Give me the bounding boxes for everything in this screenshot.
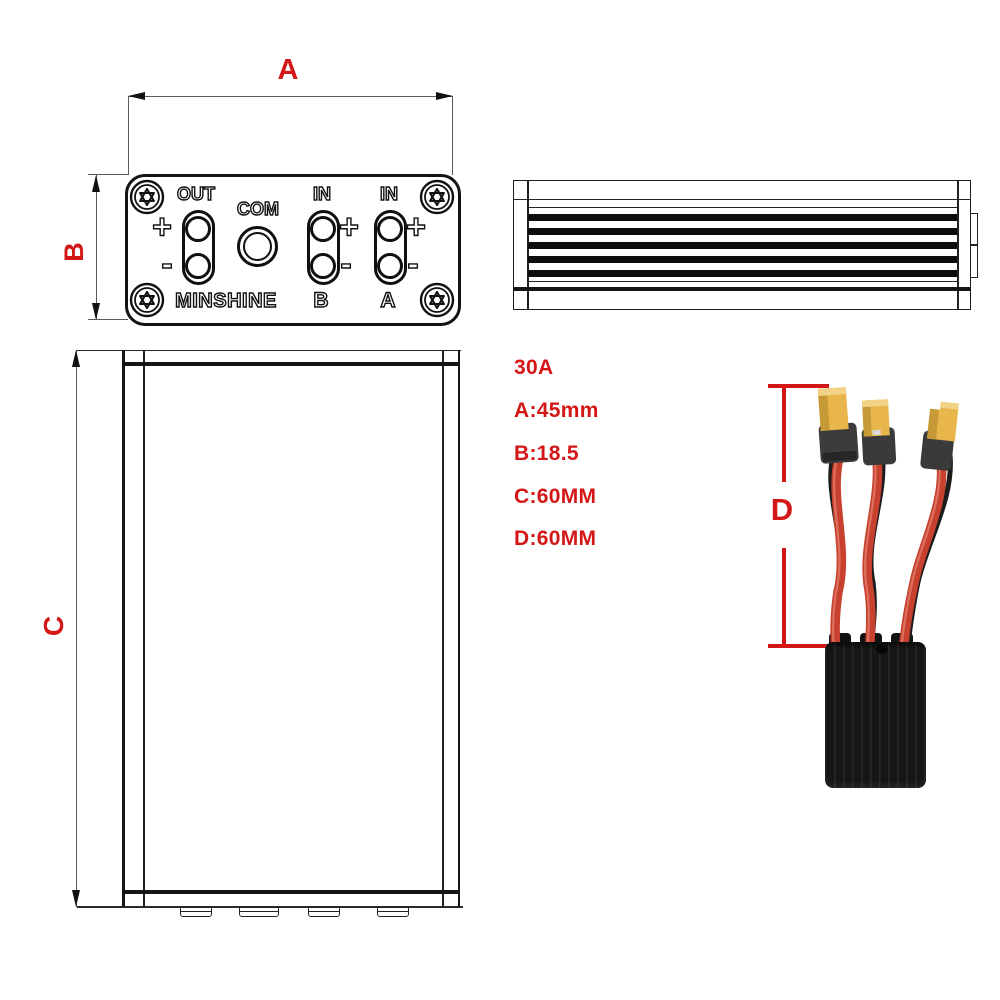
torx-screw-icon: [129, 179, 165, 215]
in-b-terminal-hole: [310, 216, 336, 242]
out-terminal-hole: [185, 253, 211, 279]
dim-b-extension-bottom: [88, 319, 128, 320]
dim-d-line-lower: [782, 548, 786, 647]
red-wire: [862, 455, 883, 659]
in-a-minus-sign: -: [407, 245, 420, 283]
side-view-fin: [528, 256, 957, 263]
out-minus-sign: -: [161, 245, 174, 283]
out-terminal-label: OUT: [176, 183, 215, 204]
side-view-fin-line: [528, 207, 957, 208]
dim-b-extension-top: [88, 174, 128, 175]
front-panel-view: OUT COM IN IN + - + - + - MINSHINE B A: [125, 174, 461, 326]
side-view-fin: [528, 214, 957, 221]
dim-a-line: [128, 96, 453, 98]
top-view-bottom-edge: [77, 906, 463, 908]
mounting-tab: [308, 907, 340, 917]
dim-a-arrow-left-icon: [128, 92, 145, 100]
dim-d-tick-top: [768, 384, 829, 388]
side-view-fin: [528, 228, 957, 235]
mounting-tab: [377, 907, 409, 917]
top-view-upper-rib: [123, 362, 460, 366]
controller-box-center-port: [876, 644, 888, 654]
brand-label: MINSHINE: [174, 289, 277, 312]
dim-d-label: D: [770, 492, 794, 527]
in-b-minus-sign: -: [340, 245, 353, 283]
xt60-connector-icon: [920, 401, 959, 471]
dim-c-line: [76, 350, 78, 907]
red-wire: [830, 453, 847, 659]
dim-c-label: C: [38, 615, 69, 637]
side-view-mount-tab: [970, 213, 978, 278]
dim-b-line: [96, 175, 98, 320]
top-view-lower-rib: [123, 890, 460, 894]
dim-a-arrow-right-icon: [436, 92, 453, 100]
side-view-fin-line: [528, 281, 957, 282]
in-a-plus-sign: +: [405, 208, 426, 246]
dim-b-label: B: [59, 242, 89, 262]
xt60-connector-icon: [817, 387, 859, 464]
in-b-plus-sign: +: [338, 208, 359, 246]
side-view-endcap-line-right: [957, 180, 959, 310]
spec-dimension-d: D:60MM: [514, 527, 597, 550]
mounting-tab: [239, 907, 279, 917]
red-wire-highlight: [832, 457, 841, 655]
side-view-fin: [528, 270, 957, 277]
in-a-terminal-hole: [377, 253, 403, 279]
out-plus-sign: +: [151, 208, 172, 246]
top-view-top-edge: [77, 350, 461, 352]
side-view-top-groove: [513, 199, 971, 201]
in-b-terminal-label: IN: [312, 183, 331, 204]
mounting-tab: [180, 907, 212, 917]
top-view-right-edge: [458, 350, 460, 907]
side-view-endcap-line-left: [527, 180, 529, 310]
out-terminal-hole: [185, 216, 211, 242]
in-a-terminal-label: IN: [379, 183, 398, 204]
dim-d-line-upper: [782, 384, 786, 482]
side-view-fin: [528, 242, 957, 249]
spec-dimension-c: C:60MM: [514, 485, 597, 508]
channel-a-label: A: [380, 288, 397, 312]
channel-b-label: B: [313, 288, 330, 312]
side-view-mount-tab-divider: [970, 244, 978, 246]
in-b-terminal-hole: [310, 253, 336, 279]
red-wire-highlight: [863, 459, 877, 655]
dim-b-arrow-down-icon: [92, 303, 100, 320]
dim-d-tick-bottom: [768, 644, 829, 648]
dim-c-arrow-up-icon: [72, 350, 80, 367]
cable-assembly-photo: [817, 387, 959, 659]
com-terminal-hole-inner: [243, 232, 272, 261]
red-wire-highlight: [899, 461, 941, 655]
com-terminal-label: COM: [236, 198, 279, 219]
dim-c-arrow-down-icon: [72, 890, 80, 907]
dim-a-extension-left: [128, 97, 129, 175]
dim-a-extension-right: [452, 97, 453, 175]
controller-box-photo: [825, 642, 926, 788]
dim-b-arrow-up-icon: [92, 175, 100, 192]
in-a-terminal-hole: [377, 216, 403, 242]
spec-current-rating: 30A: [514, 356, 554, 379]
top-view-left-edge: [122, 350, 125, 907]
top-view-inner-line-left: [143, 350, 145, 907]
spec-dimension-a: A:45mm: [514, 399, 599, 422]
side-view-bottom-groove: [513, 287, 971, 291]
com-terminal-hole: [237, 226, 278, 267]
dim-a-label: A: [277, 54, 299, 86]
spec-dimension-b: B:18.5: [514, 442, 579, 465]
red-wire: [898, 457, 947, 659]
torx-screw-icon: [419, 282, 455, 318]
torx-screw-icon: [419, 179, 455, 215]
top-view-inner-line-right: [442, 350, 444, 907]
torx-screw-icon: [129, 282, 165, 318]
xt60-connector-icon: [861, 399, 897, 466]
